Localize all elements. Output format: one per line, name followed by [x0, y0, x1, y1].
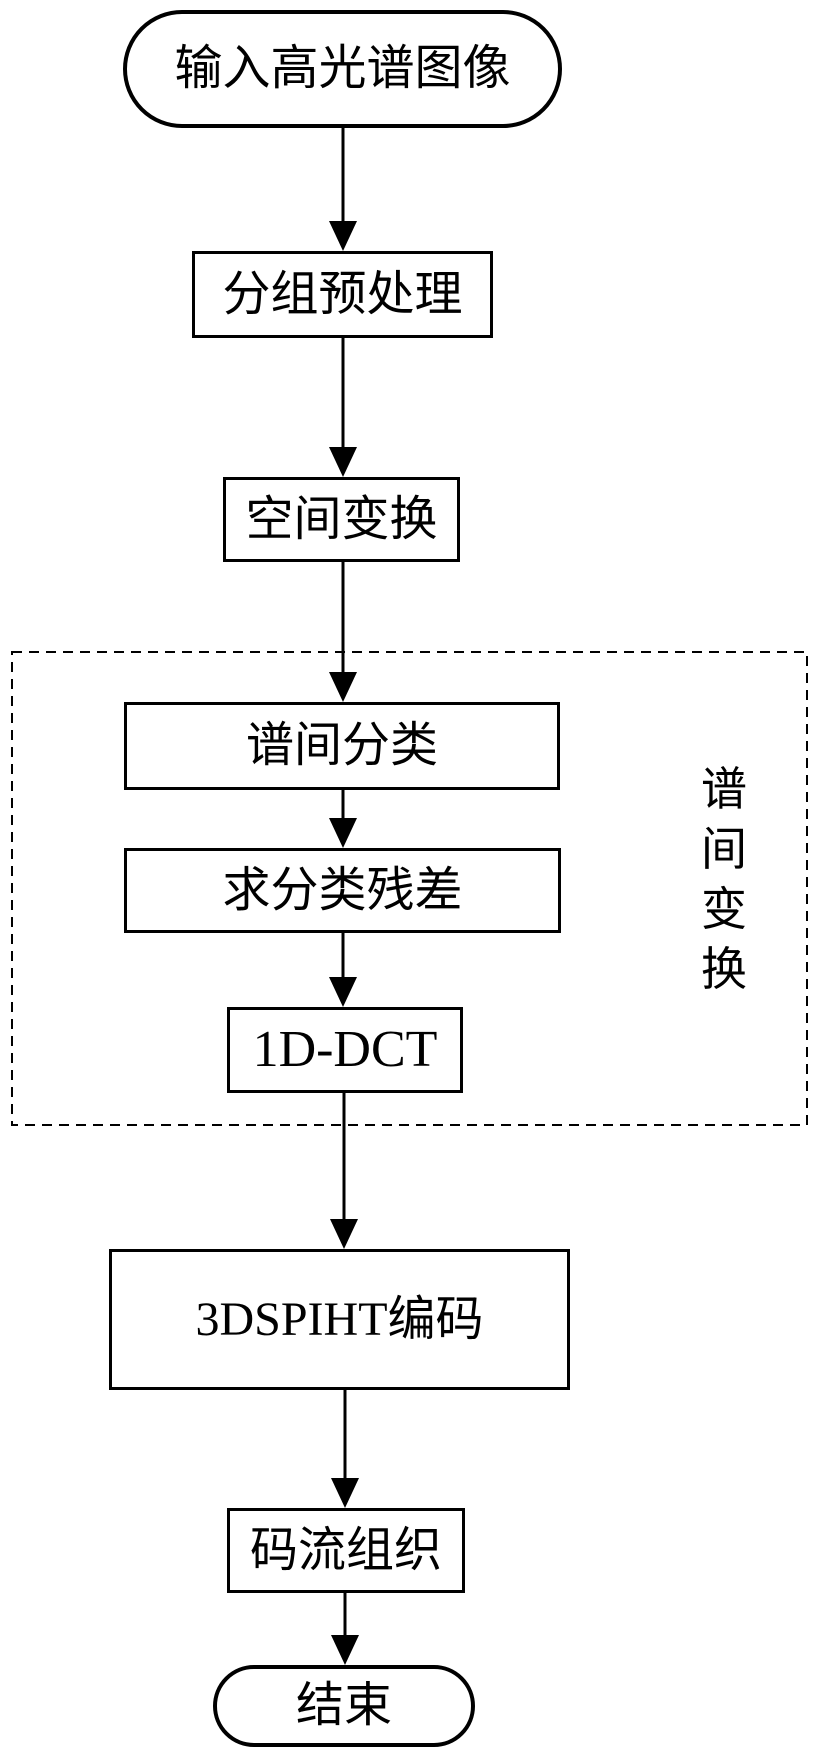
node-end: 结束 [213, 1665, 475, 1747]
node-classification-residual-label: 求分类残差 [222, 863, 463, 917]
node-grouping-preprocess-label: 分组预处理 [222, 267, 463, 321]
node-spatial-transform-label: 空间变换 [245, 492, 438, 546]
node-start: 输入高光谱图像 [123, 10, 562, 128]
group-label-spectral-transform: 谱间变换 [701, 764, 747, 995]
node-start-label: 输入高光谱图像 [174, 42, 511, 95]
node-bitstream-organization-label: 码流组织 [249, 1523, 442, 1577]
node-spectral-classification: 谱间分类 [124, 702, 560, 790]
node-1d-dct: 1D-DCT [227, 1007, 463, 1093]
node-spatial-transform: 空间变换 [223, 477, 460, 562]
node-end-label: 结束 [295, 1679, 392, 1732]
node-grouping-preprocess: 分组预处理 [192, 251, 493, 338]
node-bitstream-organization: 码流组织 [227, 1508, 465, 1593]
node-3dspiht-encoding-label: 3DSPIHT编码 [195, 1292, 484, 1346]
node-3dspiht-encoding: 3DSPIHT编码 [109, 1249, 570, 1390]
node-spectral-classification-label: 谱间分类 [245, 719, 438, 772]
node-classification-residual: 求分类残差 [124, 848, 561, 933]
node-1d-dct-label: 1D-DCT [252, 1021, 438, 1078]
